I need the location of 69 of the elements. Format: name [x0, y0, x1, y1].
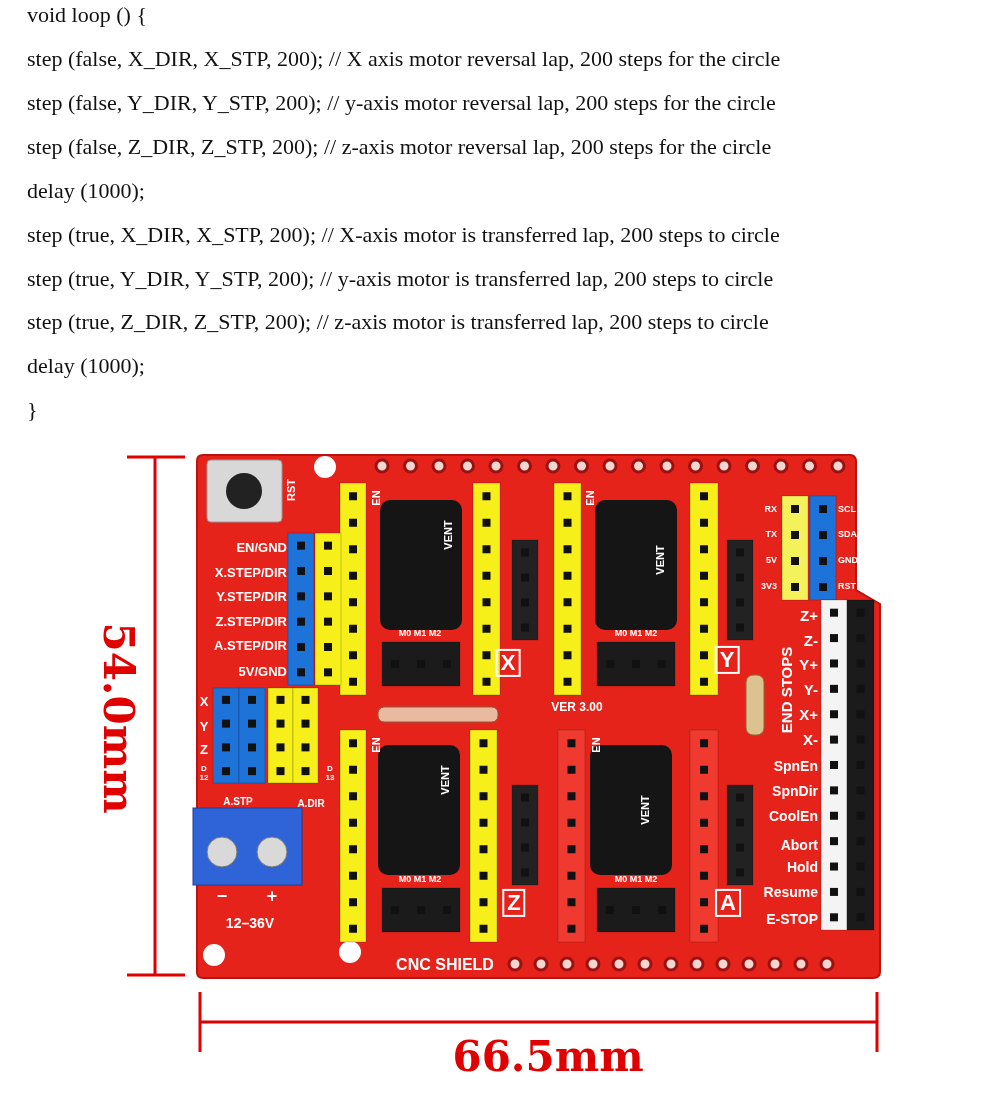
pin-label: Y- [803, 681, 818, 699]
axis-label: A [715, 888, 741, 918]
pin-label: 5V/GND [238, 664, 287, 680]
capacitor-marking: VENT [653, 545, 667, 575]
pin-label: D 12 [198, 765, 210, 783]
dimension-label: 54.0mm [94, 622, 142, 814]
pin-label: Z [200, 742, 208, 758]
pin-label: Resume [763, 885, 818, 901]
capacitor-marking: VENT [438, 765, 452, 795]
pin-label: Z- [803, 632, 818, 650]
pin-label: GND [838, 556, 858, 566]
axis-label: X [495, 648, 521, 678]
polarity-label: − [216, 887, 228, 907]
version-label: VER 3.00 [551, 701, 603, 715]
pin-label: EN/GND [236, 540, 287, 556]
axis-label: Z [502, 888, 526, 918]
pin-label: SpnDir [772, 784, 818, 800]
pin-label: CoolEn [769, 809, 818, 825]
pin-label: EN [369, 737, 383, 753]
pin-label: EN [369, 490, 383, 506]
pin-label: SCL [838, 505, 856, 515]
pin-label: X [199, 694, 209, 710]
pin-label: RX [764, 505, 777, 515]
pin-label: X+ [799, 706, 818, 724]
pin-label: A.STP [223, 795, 253, 807]
pin-label: Y.STEP/DIR [216, 589, 287, 605]
pin-label: M0 M1 M2 [398, 875, 442, 885]
code-line: step (true, Y_DIR, Y_STP, 200); // y-axis motor is transferred lap, 200 steps to circle [27, 266, 774, 292]
pin-label: M0 M1 M2 [398, 629, 442, 639]
pin-label: M0 M1 M2 [614, 875, 658, 885]
pin-label: TX [765, 530, 777, 540]
pin-label: X.STEP/DIR [214, 565, 287, 581]
pin-label: Y [199, 719, 209, 735]
code-line: } [27, 397, 38, 423]
pin-label: D 13 [324, 765, 336, 783]
pin-label: EN [589, 737, 603, 753]
pin-label: Z+ [800, 607, 818, 625]
reset-label: RST [284, 479, 298, 501]
code-line: step (false, X_DIR, X_STP, 200); // X axis motor reversal lap, 200 steps for the circle [27, 46, 781, 72]
polarity-label: + [266, 887, 278, 907]
code-line: step (true, Z_DIR, Z_STP, 200); // z-axis motor is transferred lap, 200 steps to circle [27, 309, 769, 335]
board-name: CNC SHIELD [396, 956, 494, 974]
capacitor-marking: VENT [441, 520, 455, 550]
pin-label: Y+ [799, 656, 818, 674]
code-line: step (false, Y_DIR, Y_STP, 200); // y-axis motor reversal lap, 200 steps for the circle [27, 90, 776, 116]
pin-label: 5V [766, 556, 777, 566]
pin-label: X- [803, 731, 818, 749]
pin-label: E-STOP [766, 912, 818, 928]
code-line: delay (1000); [27, 353, 145, 379]
code-line: void loop () { [27, 2, 147, 28]
axis-label: Y [714, 645, 740, 675]
pin-label: 3V3 [761, 582, 777, 592]
code-line: delay (1000); [27, 178, 145, 204]
voltage-label: 12–36V [225, 916, 275, 932]
pin-label: RST [838, 582, 856, 592]
pin-label: M0 M1 M2 [614, 629, 658, 639]
code-line: step (true, X_DIR, X_STP, 200); // X-axis motor is transferred lap, 200 steps to circle [27, 222, 780, 248]
pin-label: Abort [780, 838, 818, 854]
code-line: step (false, Z_DIR, Z_STP, 200); // z-axis motor reversal lap, 200 steps for the circle [27, 134, 772, 160]
pin-label: SpnEn [773, 759, 818, 775]
pin-label: Hold [786, 860, 818, 876]
dimension-label: 66.5mm [452, 1033, 644, 1081]
pin-label: Z.STEP/DIR [215, 614, 287, 630]
section-label: END STOPS [778, 646, 796, 734]
pin-label: A.DIR [297, 797, 325, 809]
pin-label: EN [583, 490, 597, 506]
capacitor-marking: VENT [638, 795, 652, 825]
pin-label: A.STEP/DIR [214, 638, 287, 654]
pin-label: SDA [838, 530, 857, 540]
